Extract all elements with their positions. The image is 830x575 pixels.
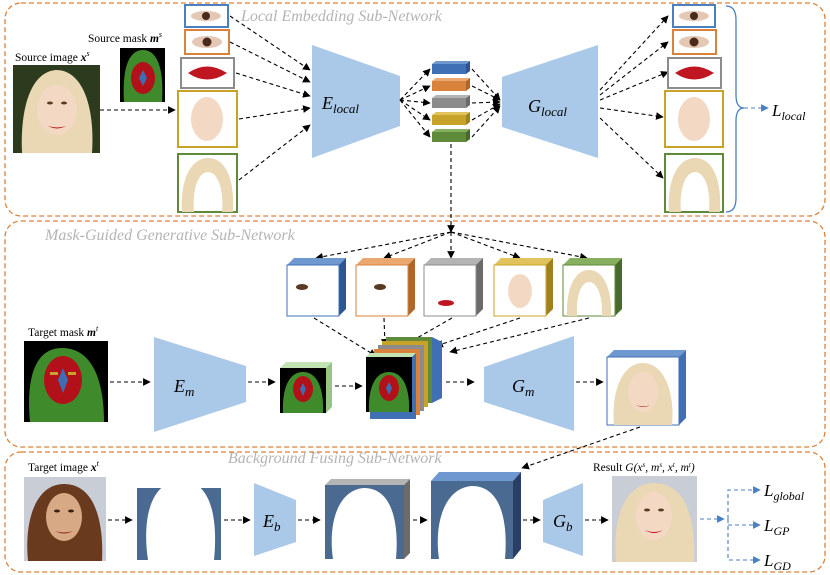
- arrow-eye-left-to-e-local: [229, 15, 311, 71]
- target-image: [24, 477, 106, 561]
- cube-eye-right: [355, 258, 415, 317]
- arrow-fan-1: [315, 231, 452, 261]
- code-orange: [432, 78, 470, 91]
- arrow-e-local-code1: [399, 68, 431, 101]
- code-gold: [432, 112, 470, 125]
- result-label: Result G(xs, ms, xt, mt): [593, 461, 695, 474]
- arrow-cube3-concat: [402, 317, 453, 347]
- cube-lips: [423, 258, 483, 317]
- cube-eye-left: [286, 258, 346, 317]
- e-b-label: Eb: [262, 511, 281, 534]
- arrow-cube5-concat: [449, 317, 590, 355]
- arrow-e-local-code2: [399, 85, 431, 101]
- arrow-face-to-e-local: [238, 105, 311, 120]
- source-image: [13, 65, 100, 153]
- mask-feature-cube: [280, 362, 332, 413]
- arrow-e-local-code4: [399, 99, 431, 121]
- g-b-label: Gb: [553, 511, 573, 534]
- mask-section-border: [4, 220, 826, 448]
- g-b-decoder: Gb: [543, 483, 583, 556]
- local-section-border: [4, 2, 826, 217]
- g-local-decoder: Glocal: [502, 45, 598, 158]
- arrow-g-local-out4: [599, 107, 664, 120]
- arrow-g-local-out2: [599, 41, 669, 96]
- l-gd-label: LGD: [763, 551, 791, 573]
- arrow-g-local-out1: [599, 15, 669, 91]
- e-local-label: Elocal: [321, 93, 359, 116]
- l-global-label: Lglobal: [763, 481, 805, 503]
- recon-eye-left: [672, 4, 716, 28]
- arrow-hair-to-e-local: [238, 124, 311, 181]
- arrow-fan-4: [450, 231, 521, 260]
- latent-codes: [432, 61, 470, 142]
- concat-stack: [366, 337, 442, 419]
- code-gray: [432, 95, 470, 108]
- arrow-code5-g-local: [471, 105, 501, 138]
- mask-section-title: Mask-Guided Generative Sub-Network: [44, 227, 296, 244]
- local-section-title: Local Embedding Sub-Network: [240, 8, 443, 25]
- l-gp-label: LGP: [763, 516, 790, 538]
- arrow-e-local-code5: [399, 99, 431, 138]
- e-m-label: Em: [173, 376, 194, 399]
- cube-face: [493, 258, 553, 317]
- background-section-title: Background Fusing Sub-Network: [228, 450, 443, 467]
- arrow-code4-g-local: [471, 103, 501, 121]
- target-image-label: Target image xt: [28, 459, 100, 474]
- arrow-g-local-out3: [599, 71, 669, 101]
- code-blue: [432, 61, 470, 74]
- part-eye-right: [184, 29, 230, 55]
- arrow-lips-to-e-local: [235, 72, 311, 98]
- arrow-fan-2: [383, 231, 452, 260]
- cube-hair: [562, 258, 622, 317]
- target-mask-label: Target mask mt: [28, 324, 99, 339]
- recon-lips: [667, 57, 722, 89]
- arrow-code3-g-local: [471, 98, 501, 107]
- gm-output-cube: [606, 350, 686, 426]
- fused-feature-cube: [431, 472, 521, 559]
- result-image: [612, 476, 697, 562]
- e-b-encoder: Eb: [254, 483, 296, 556]
- target-mask: [24, 341, 108, 422]
- part-hair: [177, 153, 238, 213]
- masked-background: [137, 474, 221, 560]
- code-green: [432, 129, 470, 142]
- local-loss-brace: [725, 5, 745, 213]
- recon-eye-right: [672, 29, 717, 55]
- recon-face: [664, 90, 724, 148]
- arrow-e-local-code3: [399, 98, 431, 107]
- background-section-border: [4, 451, 826, 573]
- e-m-encoder: Em: [154, 337, 246, 432]
- arrow-g-local-out5: [599, 117, 664, 179]
- arrow-code2-g-local: [471, 85, 501, 101]
- source-image-label: Source image xs: [15, 49, 90, 64]
- e-local-encoder: Elocal: [312, 45, 400, 158]
- g-m-decoder: Gm: [484, 336, 574, 431]
- l-local-label: Llocal: [771, 101, 806, 123]
- arrow-to-l-global: [727, 486, 761, 519]
- arrow-eye-right-to-e-local: [229, 41, 311, 83]
- arrow-cube1-concat: [313, 317, 377, 357]
- g-local-label: Glocal: [528, 96, 567, 119]
- g-m-label: Gm: [512, 376, 534, 399]
- arrow-code1-g-local: [471, 68, 501, 101]
- source-mask: [120, 48, 165, 102]
- background-feature-cube: [325, 479, 410, 559]
- part-lips: [180, 57, 235, 89]
- part-eye-left: [184, 4, 229, 28]
- arrow-cube4-concat: [435, 317, 521, 348]
- recon-hair: [664, 153, 724, 213]
- part-face: [177, 90, 238, 148]
- arrow-fan-5: [450, 231, 588, 261]
- source-mask-label: Source mask ms: [88, 30, 162, 45]
